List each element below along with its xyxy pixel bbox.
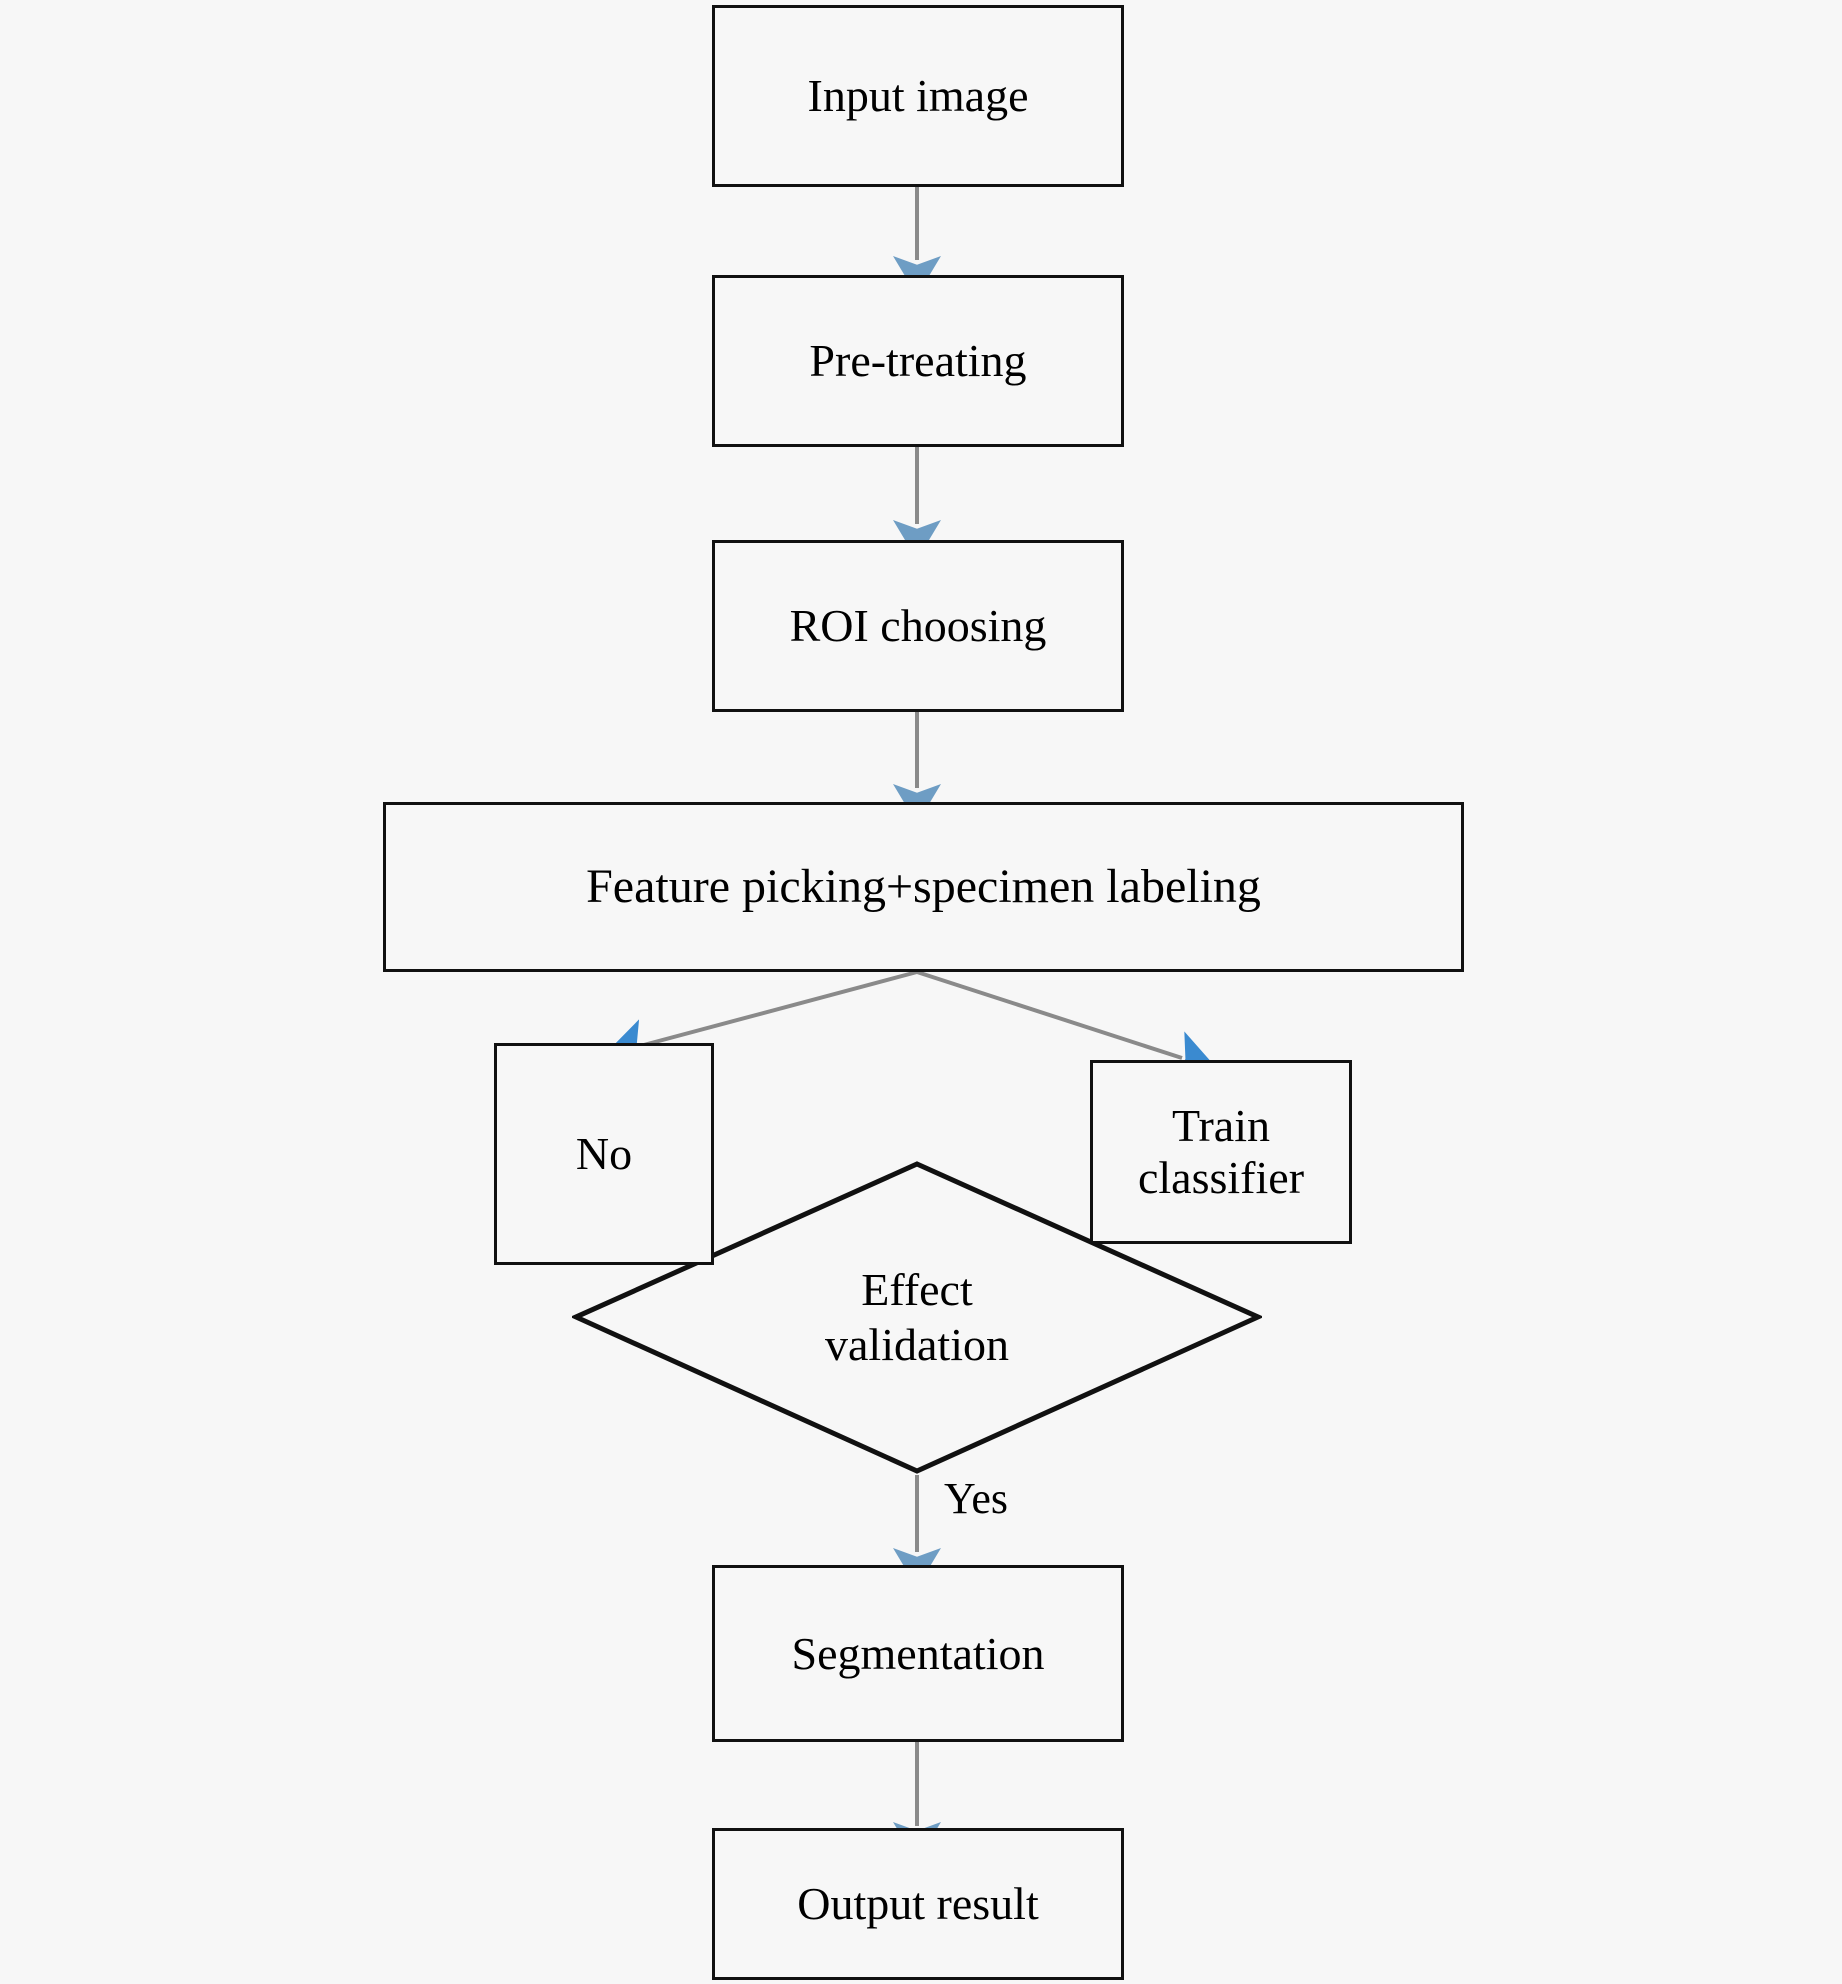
node-feature-picking[interactable]: Feature picking+specimen labeling xyxy=(383,802,1464,972)
node-input-image[interactable]: Input image xyxy=(712,5,1124,187)
connector-feature-to-no xyxy=(603,970,918,1070)
node-pre-treating-label: Pre-treating xyxy=(809,335,1027,387)
node-train-classifier-label: Train classifier xyxy=(1137,1100,1305,1203)
node-roi-choosing[interactable]: ROI choosing xyxy=(712,540,1124,712)
node-train-classifier[interactable]: Train classifier xyxy=(1090,1060,1352,1244)
node-roi-choosing-label: ROI choosing xyxy=(789,600,1047,652)
node-no[interactable]: No xyxy=(494,1043,714,1265)
diamond-shape xyxy=(572,1161,1262,1474)
node-input-image-label: Input image xyxy=(807,70,1029,122)
node-output-result-label: Output result xyxy=(797,1878,1039,1930)
node-segmentation-label: Segmentation xyxy=(791,1627,1045,1679)
node-segmentation[interactable]: Segmentation xyxy=(712,1565,1124,1742)
node-effect-validation-label: Effect validation xyxy=(825,1264,1009,1370)
node-effect-validation[interactable]: Effect validation xyxy=(572,1160,1262,1475)
edge-label-yes: Yes xyxy=(944,1474,1009,1523)
node-feature-picking-label: Feature picking+specimen labeling xyxy=(586,860,1261,914)
node-no-label: No xyxy=(575,1128,633,1180)
node-output-result[interactable]: Output result xyxy=(712,1828,1124,1980)
connector-feature-to-train xyxy=(916,970,1219,1081)
node-pre-treating[interactable]: Pre-treating xyxy=(712,275,1124,447)
